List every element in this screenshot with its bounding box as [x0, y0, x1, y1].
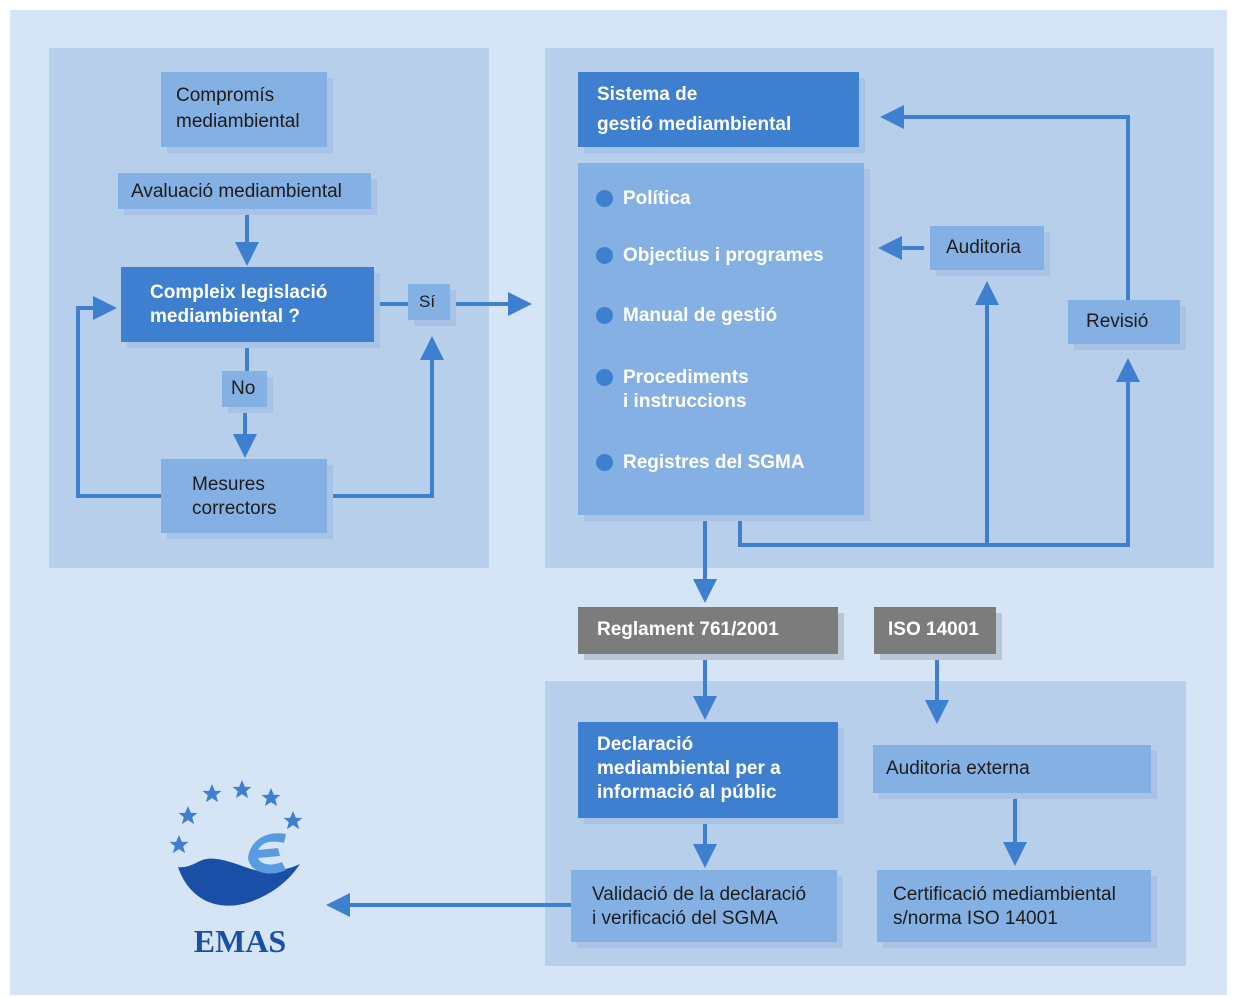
arrow-feedback-loop	[76, 296, 161, 498]
corrective-label-1: Mesures	[192, 474, 265, 495]
external-audit-box: Auditoria externa	[873, 745, 1151, 793]
item-policy-label: Política	[623, 188, 691, 209]
corrective-box: Mesures correctors	[161, 459, 327, 533]
bullet-icon	[596, 307, 613, 324]
review-box: Revisió	[1068, 300, 1180, 344]
bullet-icon	[596, 247, 613, 264]
item-objectives-label: Objectius i programes	[623, 245, 824, 266]
commitment-box: Compromís mediambiental	[161, 72, 327, 147]
no-box: No	[222, 371, 267, 407]
system-title-1: Sistema de	[597, 84, 698, 105]
system-title-box: Sistema de gestió mediambiental	[578, 72, 859, 147]
question-label-1: Compleix legislació	[150, 282, 328, 303]
bullet-icon	[596, 454, 613, 471]
assessment-label: Avaluació mediambiental	[131, 181, 342, 202]
item-manual-label: Manual de gestió	[623, 305, 778, 326]
corrective-label-2: correctors	[192, 498, 277, 519]
declaration-box: Declaració mediambiental per a informaci…	[578, 722, 838, 818]
review-label: Revisió	[1086, 311, 1149, 332]
regulation-label: Reglament 761/2001	[597, 619, 779, 640]
iso-label: ISO 14001	[888, 619, 979, 640]
item-records-label: Registres del SGMA	[623, 452, 805, 473]
commitment-label-1: Compromís	[176, 85, 275, 106]
bullet-icon	[596, 190, 613, 207]
euro-e-icon	[248, 833, 286, 874]
commitment-label-2: mediambiental	[176, 111, 300, 132]
validation-box: Validació de la declaració i verificació…	[571, 870, 837, 942]
question-box: Compleix legislació mediambiental ?	[121, 267, 374, 342]
declaration-label-3: informació al públic	[597, 782, 777, 803]
validation-label-2: i verificació del SGMA	[592, 908, 778, 929]
assessment-box: Avaluació mediambiental	[118, 173, 371, 209]
iso-box: ISO 14001	[874, 607, 996, 654]
wave-icon	[178, 858, 300, 906]
certification-box: Certificació mediambiental s/norma ISO 1…	[877, 870, 1151, 942]
bullet-icon	[596, 369, 613, 386]
declaration-label-2: mediambiental per a	[597, 758, 781, 779]
system-title-2: gestió mediambiental	[597, 114, 792, 135]
no-label: No	[231, 378, 256, 399]
arrow-to-review	[738, 358, 1140, 547]
arrow-corrective-to-yes	[328, 336, 444, 498]
yes-box: Sí	[408, 284, 450, 320]
system-items-box: Política Objectius i programes Manual de…	[578, 163, 864, 515]
declaration-label-1: Declaració	[597, 734, 694, 755]
certification-label-2: s/norma ISO 14001	[893, 908, 1058, 929]
emas-logo: EMAS	[169, 780, 303, 959]
question-label-2: mediambiental ?	[150, 306, 300, 327]
yes-label: Sí	[419, 292, 436, 311]
external-audit-label: Auditoria externa	[886, 758, 1030, 779]
audit-label: Auditoria	[946, 237, 1021, 258]
regulation-box: Reglament 761/2001	[578, 607, 838, 654]
audit-box: Auditoria	[930, 226, 1044, 270]
validation-label-1: Validació de la declaració	[592, 884, 807, 905]
certification-label-1: Certificació mediambiental	[893, 884, 1116, 905]
arrow-review-to-system	[880, 105, 1130, 302]
emas-text: EMAS	[194, 923, 286, 959]
